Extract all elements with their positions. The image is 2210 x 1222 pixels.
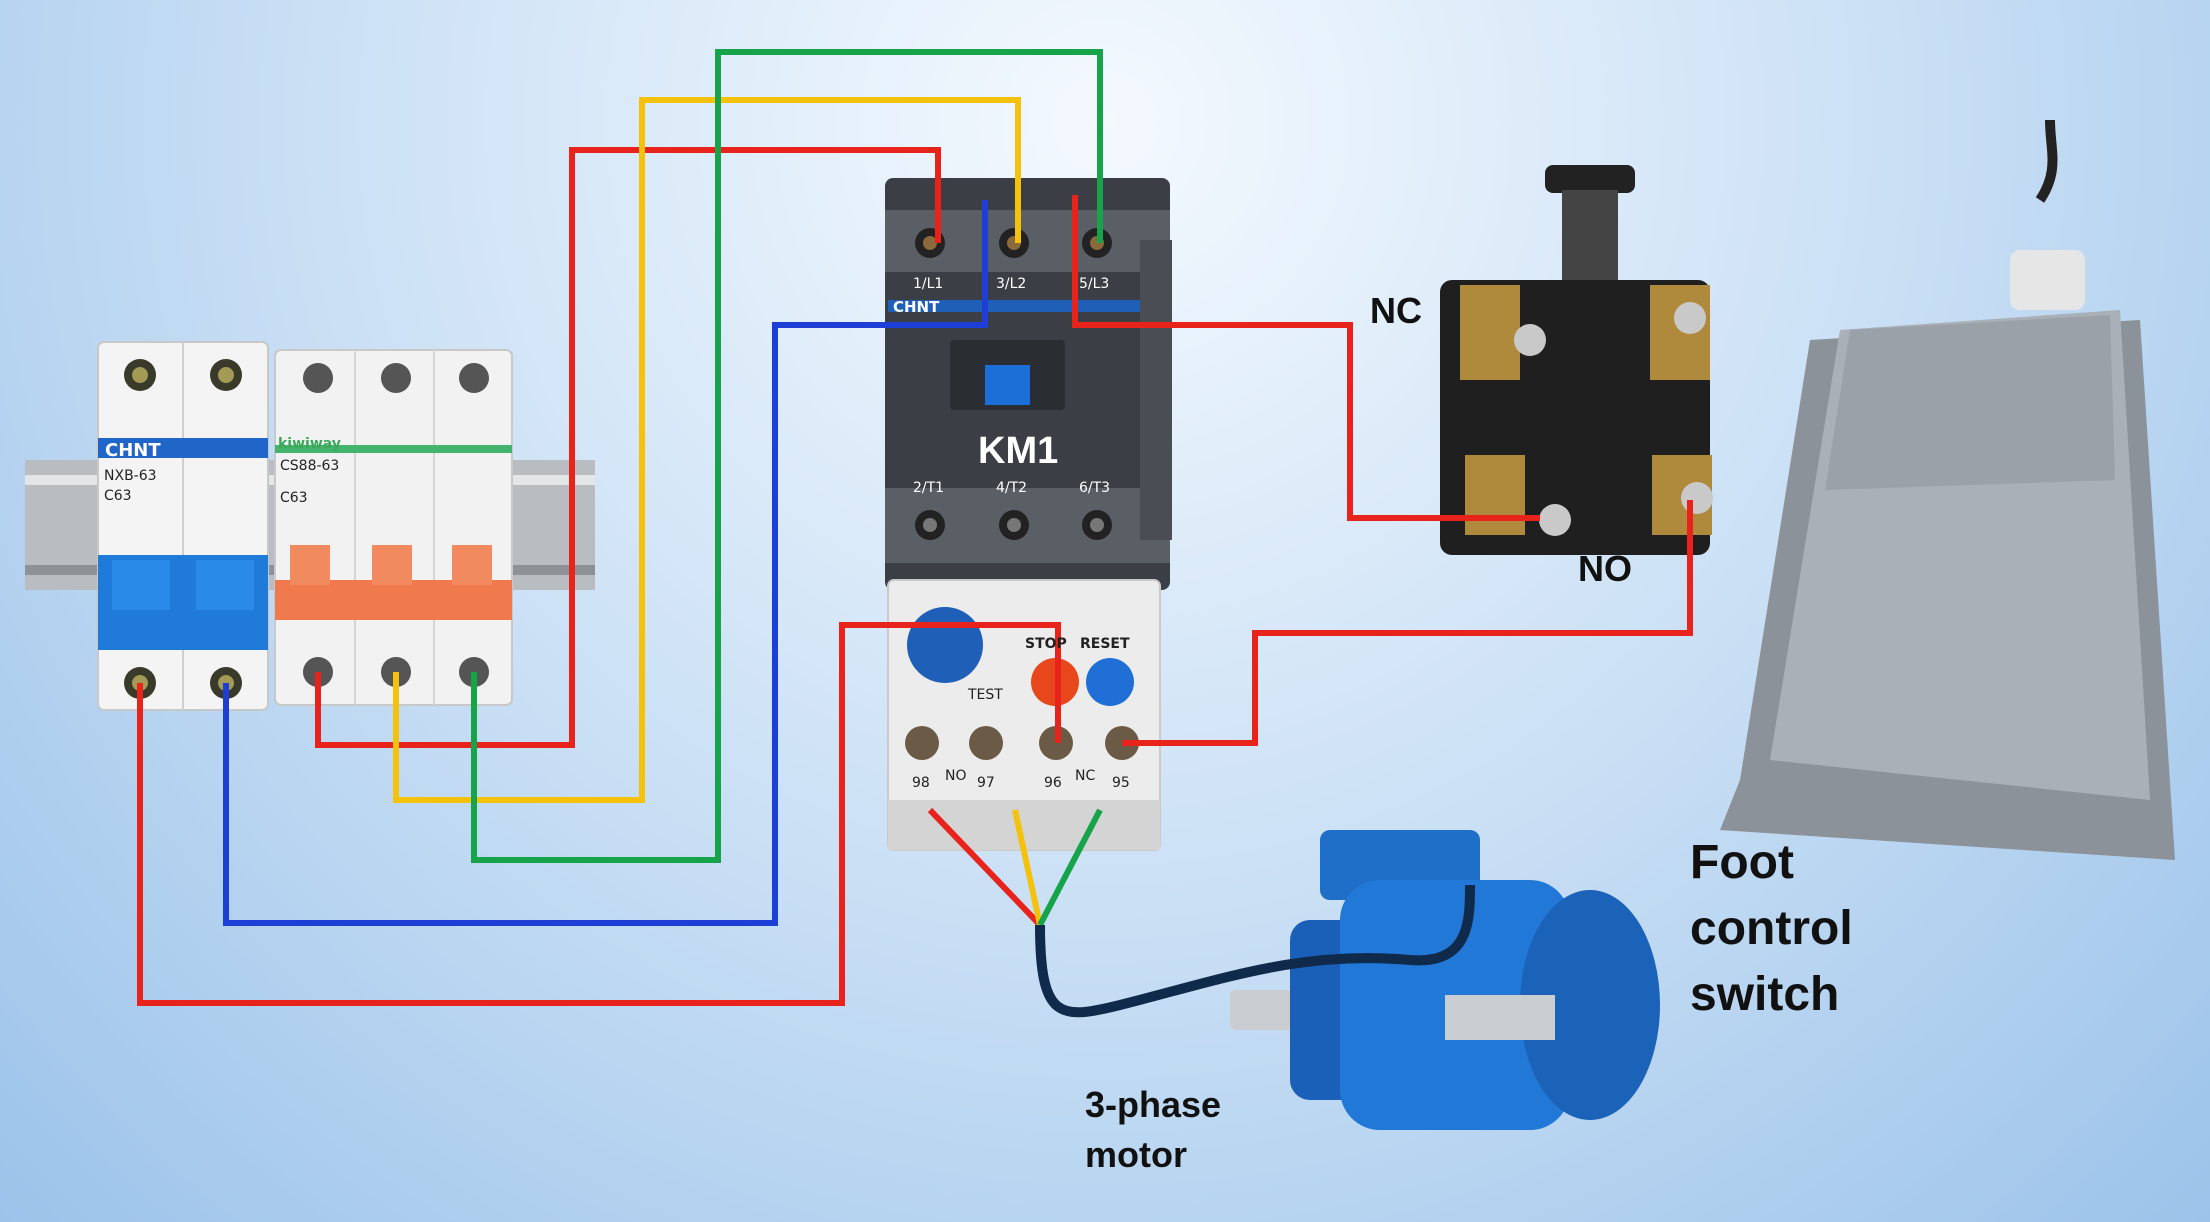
motor-label-line1: 3-phase xyxy=(1085,1084,1222,1125)
foot-switch-label: Foot control switch xyxy=(1690,830,1930,1028)
breaker-3pole xyxy=(274,349,513,706)
wire-neutral-blue xyxy=(223,200,988,926)
mccb-model: CS88-63 xyxy=(280,458,340,474)
foot-pedal xyxy=(1720,119,2175,860)
wire-no-control xyxy=(1122,500,1693,746)
terminal-1-l1: 1/L1 xyxy=(913,276,944,292)
foot-label-line2: control xyxy=(1690,902,1853,955)
overload-contact-no: NO xyxy=(945,768,967,784)
mcb-model: NXB-63 xyxy=(104,468,157,484)
motor-cable xyxy=(1035,884,1475,1018)
overload-contact-95: 95 xyxy=(1112,775,1130,791)
mcb-brand: CHNT xyxy=(105,440,161,461)
mccb-brand: kiwiway xyxy=(278,436,341,452)
motor-label: 3-phase motor xyxy=(1085,1080,1305,1180)
overload-relay xyxy=(887,579,1161,851)
wire-phase-to-overload xyxy=(137,622,1061,1006)
no-label: NO xyxy=(1578,548,1632,589)
contactor-brand: CHNT xyxy=(893,298,940,316)
motor-label-line2: motor xyxy=(1085,1134,1187,1175)
contactor-km1 xyxy=(885,178,1172,590)
wire-nc-control xyxy=(1072,195,1540,521)
overload-contact-96: 96 xyxy=(1044,775,1062,791)
overload-contact-97: 97 xyxy=(977,775,995,791)
foot-label-line1: Foot xyxy=(1690,836,1794,889)
wire-l2-yellow xyxy=(393,97,1021,803)
overload-test-label: TEST xyxy=(968,687,1003,703)
nc-label: NC xyxy=(1370,290,1422,331)
terminal-5-l3: 5/L3 xyxy=(1079,276,1110,292)
overload-reset-label: RESET xyxy=(1080,636,1130,652)
terminal-6-t3: 6/T3 xyxy=(1079,480,1111,496)
wire-l3-green xyxy=(471,49,1103,863)
overload-contact-98: 98 xyxy=(912,775,930,791)
mcb-2pole xyxy=(97,341,269,711)
overload-contact-nc: NC xyxy=(1075,768,1096,784)
mcb-rating: C63 xyxy=(104,488,132,504)
limit-switch xyxy=(1440,165,1713,555)
foot-label-line3: switch xyxy=(1690,968,1840,1021)
terminal-2-t1: 2/T1 xyxy=(913,480,945,496)
mccb-rating: C63 xyxy=(280,490,308,506)
terminal-3-l2: 3/L2 xyxy=(996,276,1027,292)
terminal-4-t2: 4/T2 xyxy=(996,480,1028,496)
overload-stop-label: STOP xyxy=(1025,636,1067,652)
motor xyxy=(1230,830,1660,1130)
wire-l1-red xyxy=(315,147,941,748)
wires xyxy=(137,49,1693,1018)
contactor-label: KM1 xyxy=(978,430,1059,472)
